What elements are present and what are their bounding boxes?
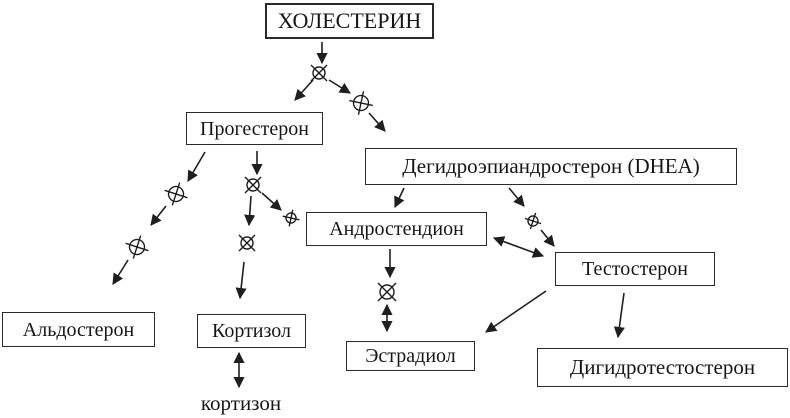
arrow-progesterone-to-aldosterone-1	[187, 151, 206, 182]
arrow-toward-dhea-2	[368, 112, 386, 132]
arrow-testosterone-to-estradiol	[485, 290, 547, 333]
arrow-to-progesterone	[294, 79, 314, 101]
node-dhea-label: Дегидроэпиандростерон (DHEA)	[402, 154, 700, 178]
node-cholesterol: ХОЛЕСТЕРИН	[265, 3, 434, 39]
enzyme-x-circle-icon	[377, 282, 397, 302]
enzyme-crosshair-circle-icon	[521, 209, 545, 233]
arrow-dhea-to-testosterone-2	[540, 229, 555, 247]
arrow-to-cortisol-2	[235, 261, 247, 300]
arrow-dhea-to-testosterone-1	[508, 187, 525, 207]
enzyme-crosshair-circle-icon	[280, 207, 302, 229]
arrow-toward-dhea-1	[328, 79, 351, 94]
node-testosterone-label: Тестостерон	[582, 258, 688, 280]
node-dhea: Дегидроэпиандростерон (DHEA)	[365, 148, 737, 185]
node-testosterone: Тестостерон	[555, 252, 715, 286]
node-cholesterol-label: ХОЛЕСТЕРИН	[277, 8, 422, 33]
node-dihydrotestosterone-label: Дигидротестостерон	[569, 355, 756, 379]
node-estradiol: Эстрадиол	[346, 341, 475, 371]
node-progesterone: Прогестерон	[186, 112, 323, 145]
node-cortisol-label: Кортизол	[211, 320, 292, 342]
enzyme-crosshair-circle-icon	[160, 178, 192, 210]
enzyme-crosshair-circle-icon	[121, 231, 153, 263]
arrow-androstenedione-testosterone-bidirectional	[492, 236, 545, 258]
arrow-dhea-to-androstenedione	[394, 187, 405, 209]
node-dihydrotestosterone: Дигидротестостерон	[537, 348, 788, 387]
arrow-progesterone-to-aldosterone-2	[150, 205, 167, 226]
node-progesterone-label: Прогестерон	[200, 117, 309, 140]
arrow-to-androstenedione-branch	[261, 192, 282, 211]
enzyme-crosshair-circle-icon	[346, 88, 376, 118]
node-estradiol-label: Эстрадиол	[365, 345, 456, 367]
node-androstenedione: Андростендион	[306, 212, 487, 246]
enzyme-x-circle-icon	[310, 64, 328, 82]
enzyme-x-circle-icon	[244, 176, 262, 194]
arrow-testosterone-to-dht	[613, 292, 625, 339]
node-cortisol: Кортизол	[197, 314, 306, 348]
node-aldosterone: Альдостерон	[2, 312, 155, 347]
node-androstenedione-label: Андростендион	[329, 218, 464, 240]
node-cortisone-label: кортизон	[200, 390, 282, 415]
enzyme-x-circle-icon	[238, 234, 256, 252]
arrow-progesterone-to-aldosterone-3	[112, 259, 129, 285]
node-aldosterone-label: Альдостерон	[22, 318, 135, 341]
node-cortisone: кортизон	[191, 390, 291, 416]
arrow-to-cortisol-1	[244, 195, 256, 227]
